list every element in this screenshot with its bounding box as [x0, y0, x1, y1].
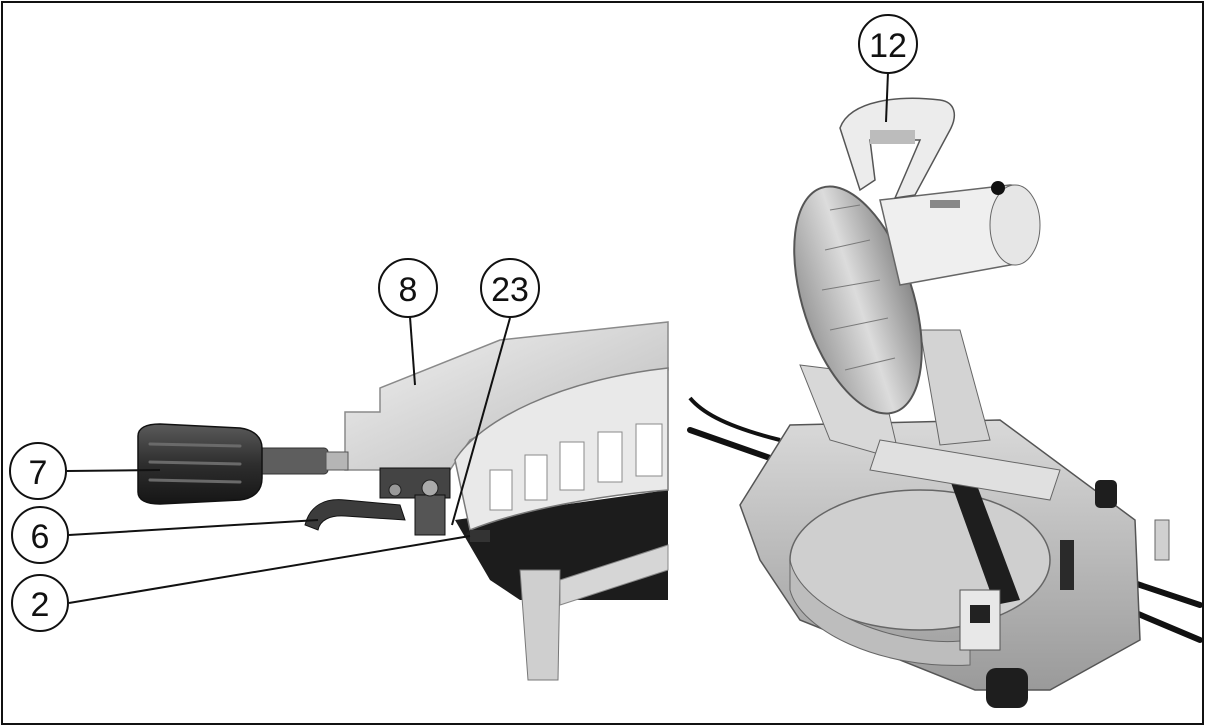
- leader-line-7: [66, 469, 161, 472]
- guard-rib: [524, 454, 548, 501]
- knob-grip-line: [148, 460, 242, 466]
- miter-scale: [789, 559, 971, 666]
- callout-label-8: 8: [399, 271, 418, 309]
- motor-end-cap: [989, 184, 1041, 266]
- guard-rib: [829, 204, 861, 211]
- leader-line-6: [68, 519, 319, 536]
- lock-pin-body: [470, 530, 490, 542]
- guard-rib: [821, 279, 881, 291]
- guard-rib: [635, 423, 663, 477]
- callout-7: 7: [9, 442, 67, 500]
- knob-shaft: [257, 447, 329, 475]
- callout-label-23: 23: [491, 271, 529, 309]
- latch-screw: [421, 479, 439, 497]
- motor-label: [930, 200, 960, 208]
- fence-right: [869, 439, 1061, 501]
- guard-rib: [597, 431, 623, 483]
- knob-grip-line: [148, 442, 242, 448]
- callout-label-6: 6: [31, 518, 50, 556]
- guard-rib: [824, 239, 871, 251]
- leader-line-12: [885, 71, 889, 123]
- callout-label-2: 2: [31, 586, 50, 624]
- leader-line-23: [451, 317, 511, 526]
- guard-rib: [559, 441, 585, 491]
- left-detail-view: [137, 321, 669, 681]
- callout-6: 6: [11, 506, 69, 564]
- clamp-post: [1060, 540, 1074, 590]
- support-bar: [559, 544, 669, 606]
- guard-rib: [844, 357, 896, 371]
- callout-8: 8: [378, 258, 438, 318]
- latch-screw: [388, 483, 402, 497]
- motor-vent-dot: [991, 181, 1005, 195]
- stop-post: [1154, 519, 1170, 561]
- callout-23: 23: [480, 258, 540, 318]
- kerf-slot: [950, 480, 1020, 605]
- guard-rib: [489, 469, 513, 511]
- release-lever: [304, 499, 406, 531]
- leader-line-2: [68, 535, 471, 604]
- leader-line-8: [409, 316, 416, 386]
- knob-grip-line: [148, 478, 242, 484]
- slide-rail: [688, 396, 781, 442]
- support-leg: [519, 569, 561, 681]
- clamp-knob: [1095, 480, 1117, 508]
- shaft-collar: [325, 451, 349, 471]
- miter-lock-knob: [986, 668, 1028, 708]
- latch-plate: [414, 494, 446, 536]
- guard-rib: [829, 317, 889, 331]
- callout-label-7: 7: [29, 454, 48, 492]
- callout-label-12: 12: [869, 27, 907, 65]
- callout-12: 12: [858, 14, 918, 74]
- miter-lock-window: [970, 605, 990, 623]
- handle-trigger: [870, 130, 915, 144]
- saw-handle: [839, 97, 956, 199]
- saw-arm: [919, 329, 991, 446]
- callout-2: 2: [11, 574, 69, 632]
- right-saw-view: [687, 97, 1203, 708]
